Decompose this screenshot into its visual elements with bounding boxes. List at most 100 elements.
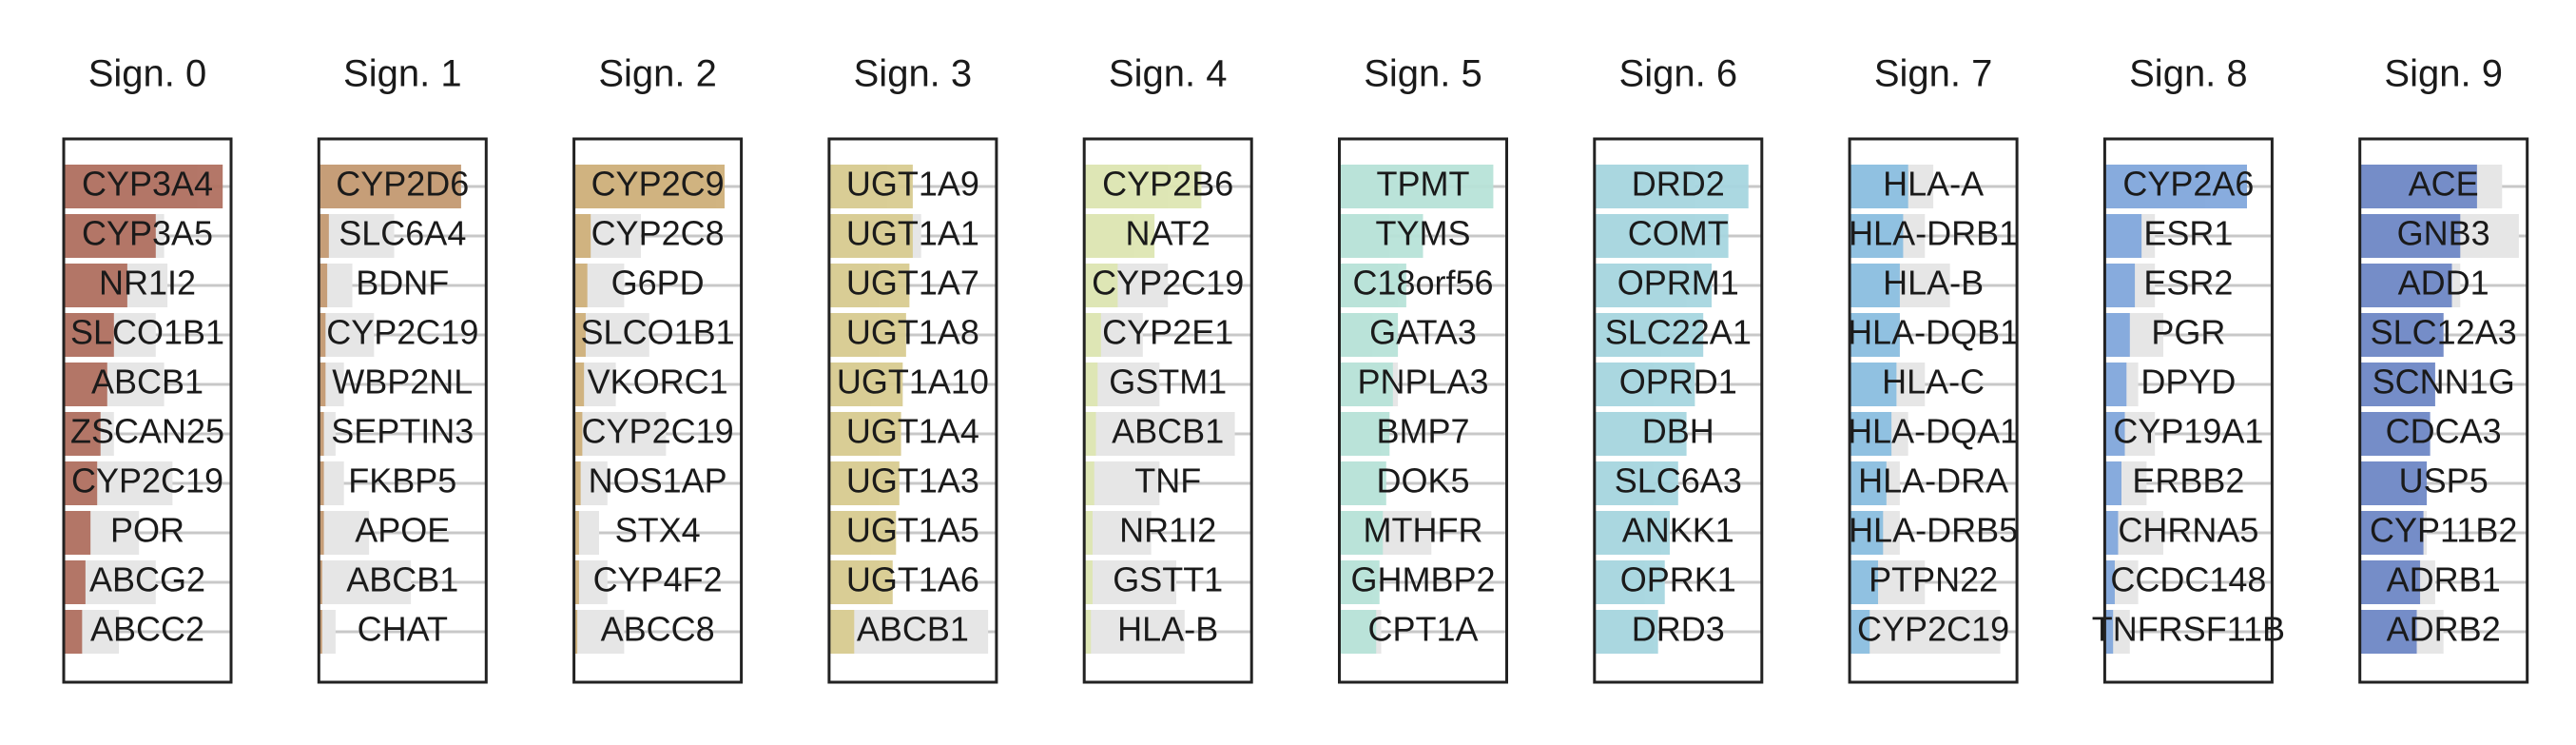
value-bar [2104,511,2119,555]
value-bar [319,264,328,307]
value-bar [1850,214,1904,258]
gene-label: HLA-DQA1 [1848,412,2019,451]
reference-bar [573,412,667,456]
gene-label: NR1I2 [99,264,196,303]
value-bar [319,165,461,208]
gene-label: ABCB1 [346,560,458,599]
value-bar [573,412,583,456]
gene-label: USP5 [2399,461,2489,500]
gene-label: APOE [355,511,450,550]
signature-panel-1: Sign. 1CYP2D6SLC6A4BDNFCYP2C19WBP2NLSEPT… [317,53,488,684]
gene-label: ANKK1 [1622,511,1734,550]
gene-label: CYP2C9 [591,165,725,204]
value-bar [2359,363,2435,406]
gene-label: UGT1A4 [846,412,979,451]
gene-label: OPRM1 [1617,264,1739,303]
gene-label: CYP2C19 [326,313,478,352]
gene-label: TNFRSF11B [2092,610,2285,649]
gene-label: ABCB1 [1112,412,1224,451]
gene-label: CDCA3 [2386,412,2502,451]
gene-label: ABCC2 [90,610,204,649]
value-bar [1850,461,1887,505]
value-bar [2104,363,2127,406]
gene-label: HLA-DQB1 [1848,313,2019,352]
gene-label: CHRNA5 [2118,511,2258,550]
value-bar [319,610,322,654]
gene-label: HLA-DRA [1858,461,2008,500]
gene-label: PTPN22 [1869,560,1998,599]
value-bar [1339,610,1377,654]
gene-label: CYP2C19 [1092,264,1244,303]
reference-bar [573,313,649,357]
gene-label: ABCB1 [91,363,203,402]
value-bar [1339,214,1424,258]
value-bar [1339,412,1390,456]
value-bar [1850,313,1900,357]
value-bar [1594,313,1704,357]
gene-label: PNPLA3 [1357,363,1488,402]
gene-label: CYP2A6 [2122,165,2254,204]
gene-label: NOS1AP [589,461,727,500]
gene-label: HLA-B [1117,610,1218,649]
gene-label: SLC6A4 [339,214,466,253]
gene-label: ACE [2409,165,2479,204]
panel-title: Sign. 7 [1874,53,1993,95]
gene-label: SCNN1G [2373,363,2515,402]
reference-bar [319,610,336,654]
gene-label: DPYD [2140,363,2236,402]
gene-label: G6PD [611,264,705,303]
value-bar [1084,165,1202,208]
gene-label: CYP2B6 [1102,165,1233,204]
signature-panel-6: Sign. 6DRD2COMTOPRM1SLC22A1OPRD1DBHSLC6A… [1593,53,1764,684]
panel-title: Sign. 8 [2129,53,2248,95]
value-bar [1084,511,1093,555]
gene-label: ABCG2 [89,560,205,599]
value-bar [2104,560,2115,604]
value-bar [1850,560,1879,604]
gene-label: CHAT [358,610,448,649]
reference-bar [1084,560,1176,604]
reference-bar [1084,412,1235,456]
value-bar [64,511,91,555]
value-bar [2359,313,2444,357]
value-bar [1594,511,1670,555]
panel-frame [1848,137,2019,684]
panel-frame [62,137,233,684]
gene-label: HLA-A [1883,165,1984,204]
value-bar [1084,461,1094,505]
signature-panel-5: Sign. 5TPMTTYMSC18orf56GATA3PNPLA3BMP7DO… [1338,53,1508,684]
gene-label: UGT1A5 [846,511,979,550]
value-bar [828,214,913,258]
gene-label: OPRK1 [1620,560,1736,599]
value-bar [573,165,725,208]
gene-label: UGT1A10 [837,363,989,402]
reference-bar [1084,610,1185,654]
gene-label: BDNF [356,264,449,303]
gene-label: UGT1A6 [846,560,979,599]
value-bar [1339,165,1494,208]
value-bar [64,560,86,604]
gene-label: CYP2C19 [1857,610,2009,649]
value-bar [2104,313,2130,357]
value-bar [319,461,324,505]
gene-label: DRD3 [1632,610,1725,649]
reference-bar [828,610,989,654]
value-bar [1084,214,1155,258]
panel-frame [1338,137,1508,684]
gene-label: FKBP5 [348,461,456,500]
gene-label: ZSCAN25 [70,412,224,451]
gene-label: SLCO1B1 [581,313,735,352]
gene-label: C18orf56 [1352,264,1493,303]
gene-label: ABCB1 [857,610,969,649]
value-bar [1594,560,1665,604]
reference-bar [319,560,412,604]
value-bar [1850,412,1892,456]
gene-label: COMT [1628,214,1729,253]
value-bar [1850,610,1870,654]
value-bar [2359,560,2421,604]
gene-label: UGT1A8 [846,313,979,352]
gene-label: UGT1A1 [846,214,979,253]
value-bar [2104,165,2247,208]
panel-frame [572,137,744,684]
value-bar [1594,264,1712,307]
